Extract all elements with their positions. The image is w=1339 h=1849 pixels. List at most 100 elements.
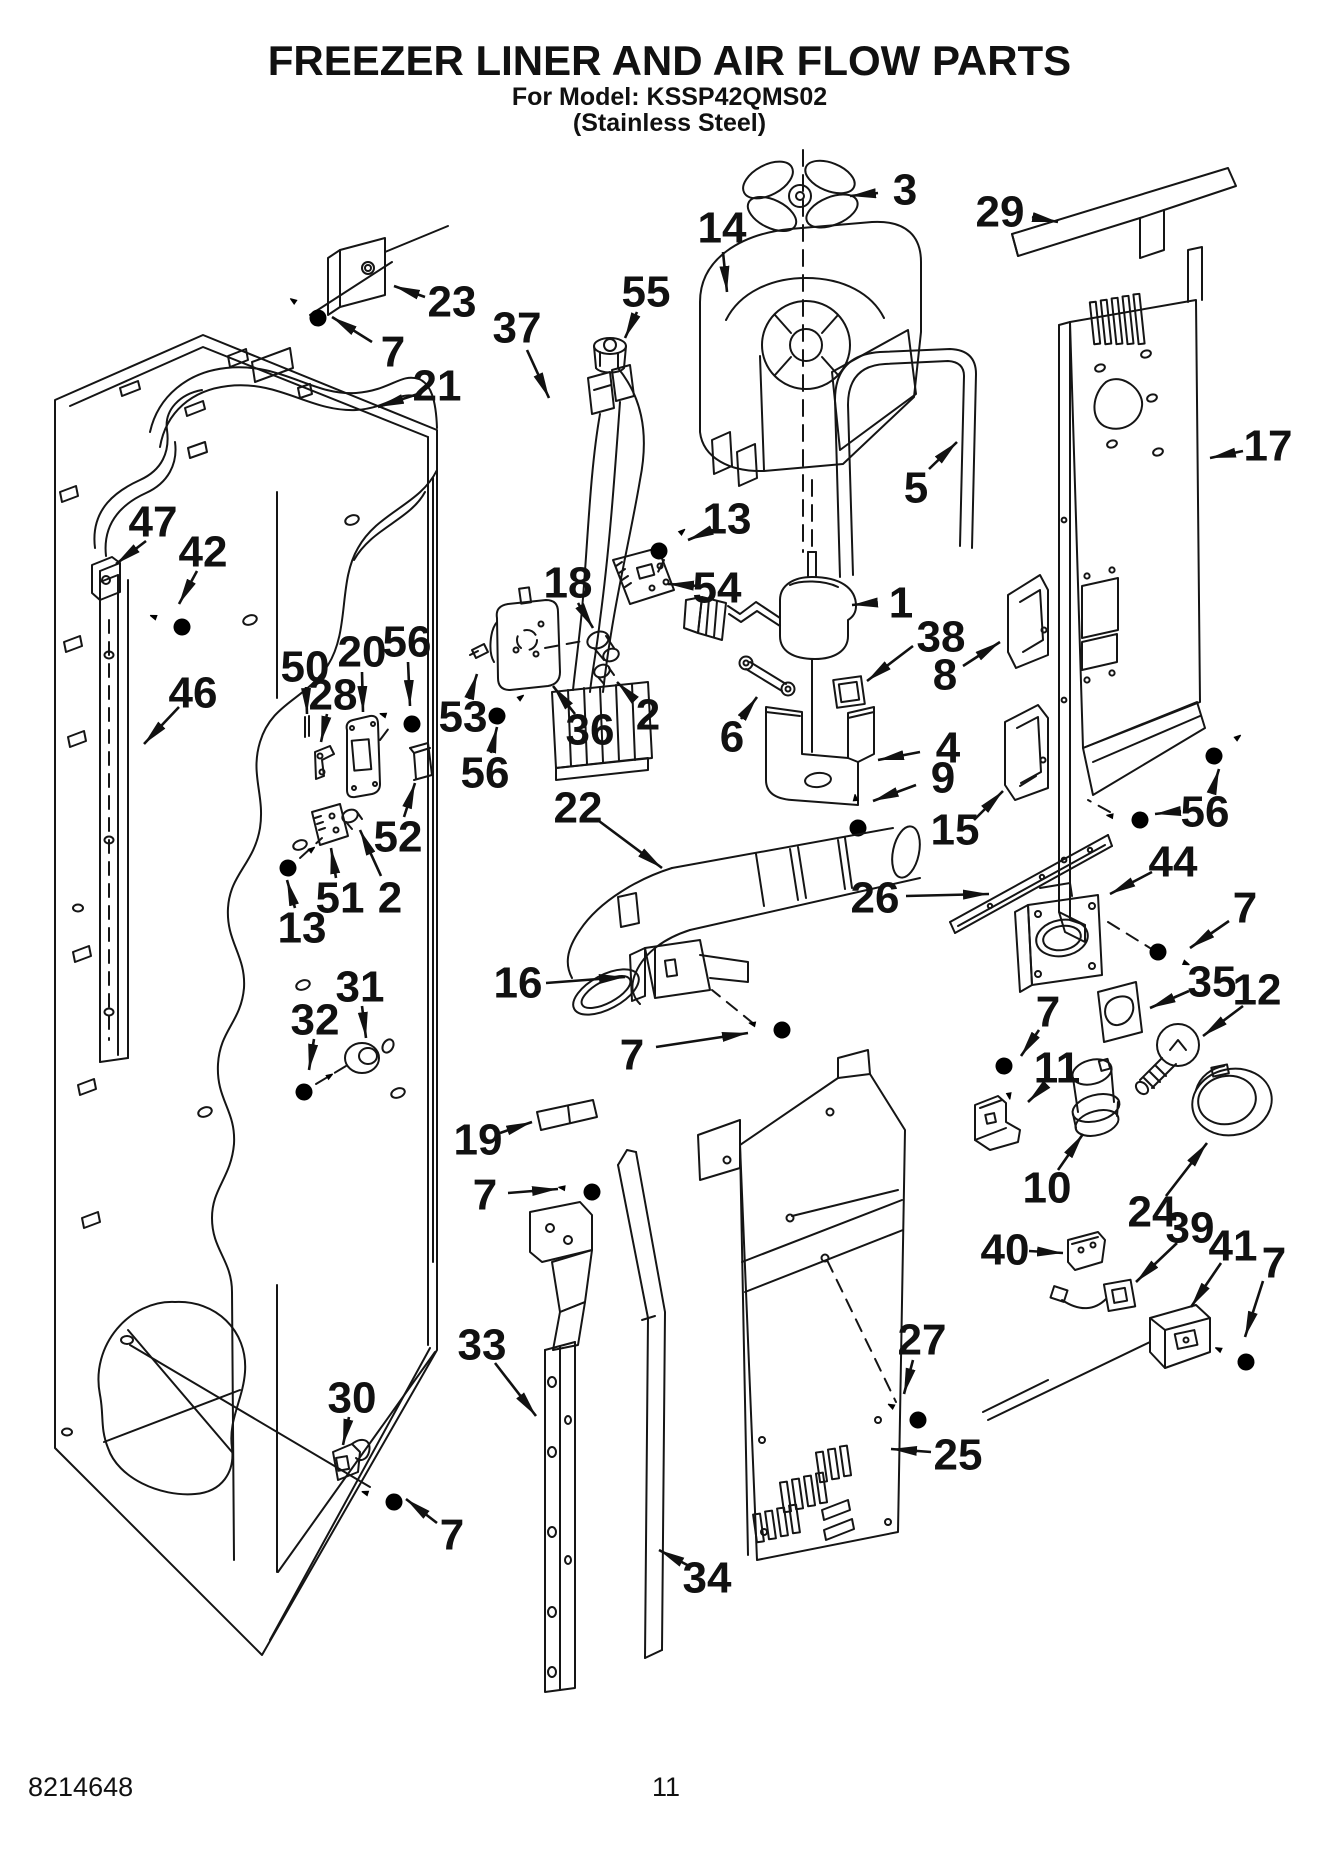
callout-arrow-7	[1243, 1280, 1265, 1338]
callout-7: 7	[1233, 884, 1257, 933]
callout-arrow-7	[1189, 919, 1230, 950]
callout-arrow-3	[849, 188, 879, 199]
callout-arrow-8	[962, 640, 1001, 668]
switch-wires	[982, 1341, 1151, 1421]
part-12-light-bulb	[1134, 1023, 1200, 1096]
callout-arrow-5	[928, 441, 958, 470]
callout-arrow-29	[1031, 212, 1059, 224]
part-36-housing	[469, 586, 589, 691]
callout-21: 21	[413, 362, 462, 411]
part-4-motor-bracket	[765, 706, 875, 806]
callout-arrow-37	[525, 349, 551, 399]
callout-46: 46	[169, 669, 218, 718]
callout-12: 12	[1233, 966, 1282, 1015]
callout-arrow-11	[1027, 1080, 1051, 1103]
callout-54: 54	[693, 564, 742, 613]
part-7-screw-strip	[557, 1178, 602, 1202]
callout-arrow-16	[545, 973, 626, 985]
part-17-side-panel	[1058, 246, 1206, 943]
callout-arrow-9	[872, 783, 917, 803]
callout-arrow-17	[1209, 447, 1244, 460]
callout-arrow-56	[486, 726, 499, 754]
callout-52: 52	[374, 813, 423, 862]
callout-33: 33	[458, 1321, 507, 1370]
callout-25: 25	[934, 1431, 983, 1480]
callout-17: 17	[1244, 422, 1293, 471]
callout-7: 7	[440, 1511, 464, 1560]
part-55-bulb-socket	[593, 337, 627, 374]
callout-2: 2	[636, 691, 660, 740]
part-5-air-gasket	[834, 348, 977, 578]
callout-arrow-44	[1109, 870, 1153, 896]
callout-arrow-40	[1028, 1246, 1064, 1257]
callout-26: 26	[851, 874, 900, 923]
callout-15: 15	[931, 806, 980, 855]
callout-7: 7	[620, 1031, 644, 1080]
part-24-lamp-shield	[1191, 1063, 1273, 1137]
callout-7: 7	[381, 328, 405, 377]
callout-arrow-27	[902, 1359, 916, 1395]
callout-24: 24	[1128, 1188, 1177, 1237]
callout-7: 7	[473, 1171, 497, 1220]
part-56-screws-right	[1087, 728, 1247, 830]
callout-arrow-20	[357, 671, 368, 713]
part-1-fan-motor	[683, 479, 857, 753]
part-56-screw-housing	[485, 688, 530, 728]
callout-34: 34	[683, 1554, 732, 1603]
part-30-clip	[332, 1438, 371, 1481]
callout-arrow-7	[1019, 1029, 1041, 1057]
part-7-screw-switch	[1211, 1339, 1258, 1374]
callout-56: 56	[1181, 788, 1230, 837]
part-46-mounting-rail	[99, 574, 129, 1063]
part-32-screw	[292, 1066, 338, 1104]
page-title: FREEZER LINER AND AIR FLOW PARTS	[267, 37, 1072, 84]
part-13-screw-board	[276, 840, 321, 880]
part-38-grommet	[832, 675, 866, 709]
callout-51: 51	[316, 874, 365, 923]
part-28-clip	[314, 745, 335, 780]
part-19-label	[536, 1099, 598, 1131]
part-2-bushing-right	[593, 663, 615, 685]
callout-22: 22	[554, 784, 603, 833]
part-23-clip	[309, 225, 449, 316]
part-50-pin	[304, 715, 310, 738]
callout-arrow-22	[598, 819, 663, 870]
callout-47: 47	[129, 498, 178, 547]
callout-16: 16	[494, 959, 543, 1008]
callout-arrow-52	[402, 782, 417, 818]
callout-30: 30	[328, 1374, 377, 1423]
callout-28: 28	[309, 671, 358, 720]
callout-32: 32	[291, 996, 340, 1045]
callout-arrow-56	[1206, 768, 1221, 796]
callout-arrow-12	[1202, 1004, 1244, 1038]
part-44-bracket	[1014, 882, 1151, 993]
callout-4: 4	[936, 724, 961, 773]
callout-arrow-39	[1135, 1242, 1178, 1283]
callout-arrow-56	[403, 661, 414, 707]
callout-10: 10	[1023, 1164, 1072, 1213]
callout-arrow-2	[358, 829, 383, 877]
callout-arrow-54	[667, 580, 700, 591]
callout-1: 1	[889, 579, 913, 628]
part-42-screw	[147, 607, 193, 638]
callout-2: 2	[378, 874, 402, 923]
callout-8: 8	[933, 651, 957, 700]
callout-arrow-1	[851, 597, 879, 608]
callout-36: 36	[566, 706, 615, 755]
part-40-clip	[1067, 1231, 1106, 1271]
callout-arrow-46	[143, 706, 180, 745]
part-31-grommet	[315, 1038, 395, 1085]
part-39-switch	[1049, 1278, 1137, 1313]
callout-arrow-35	[1149, 989, 1190, 1010]
callout-13: 13	[278, 904, 327, 953]
callout-50: 50	[281, 643, 330, 692]
callout-arrow-4	[877, 750, 921, 762]
part-7-screw-duct	[746, 1014, 793, 1041]
callout-arrow-41	[1189, 1262, 1223, 1308]
callout-arrow-56	[1154, 806, 1182, 816]
part-21-freezer-liner	[54, 334, 438, 1656]
callout-23: 23	[428, 278, 477, 327]
